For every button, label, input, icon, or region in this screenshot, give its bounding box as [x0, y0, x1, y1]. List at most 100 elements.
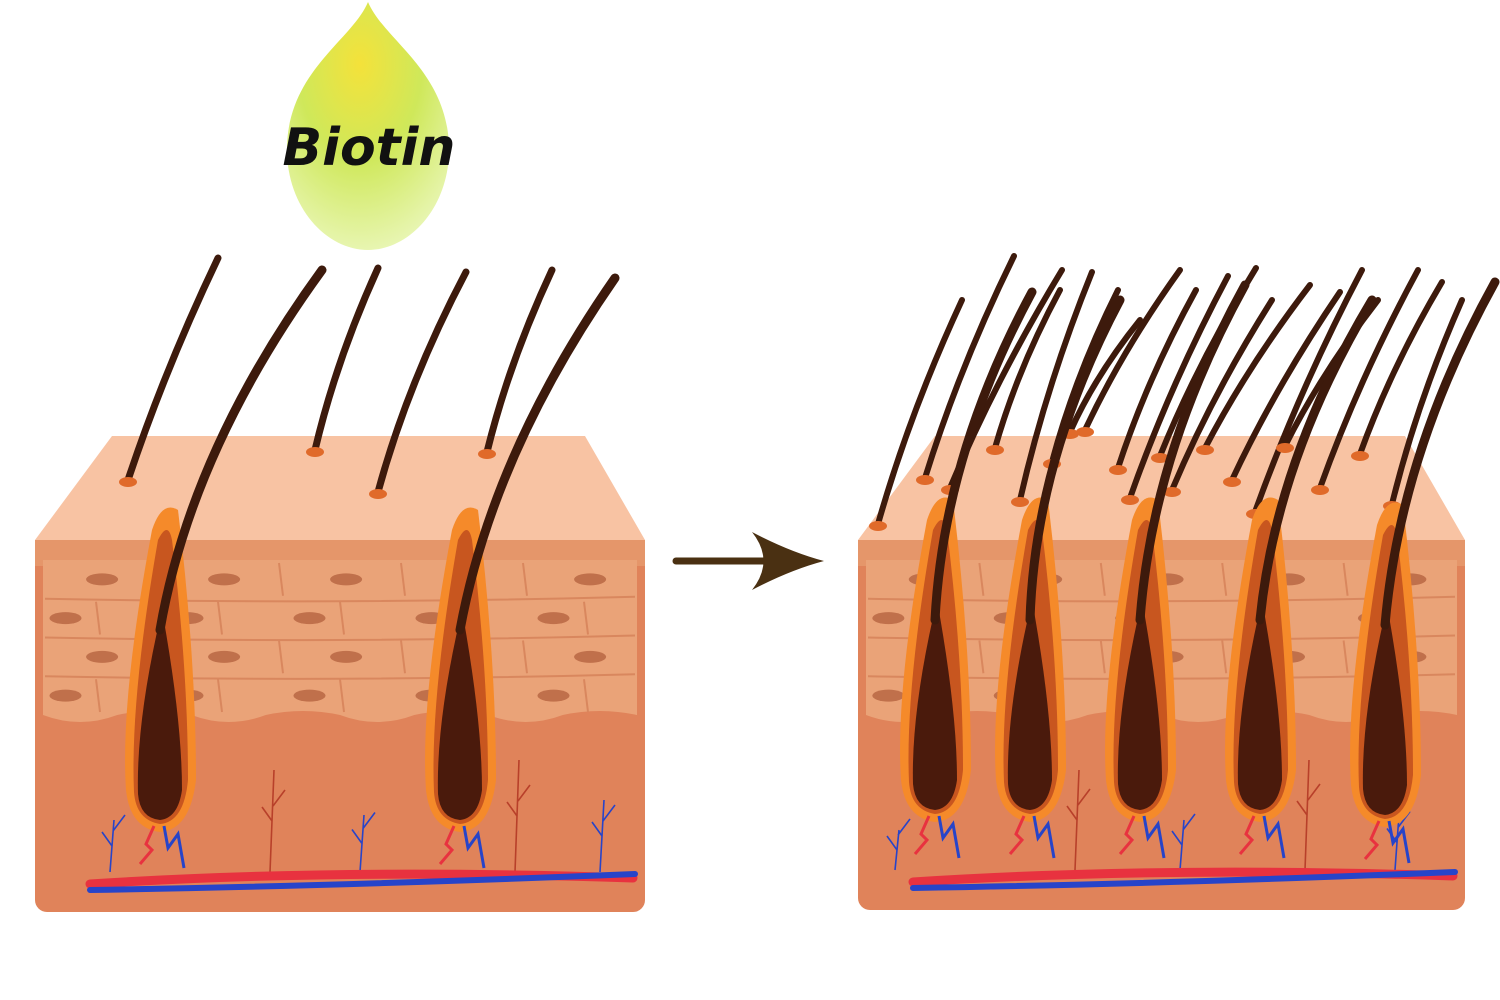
papilla-vein	[937, 815, 961, 859]
hair-shaft	[1380, 277, 1500, 630]
hair-strand	[1389, 297, 1465, 507]
hair-pore	[306, 447, 324, 457]
cell-boundary	[217, 601, 223, 635]
papilla-artery	[1008, 815, 1026, 855]
hair-shaft	[1025, 295, 1125, 625]
hair-shaft	[155, 265, 327, 635]
capillary	[886, 818, 911, 871]
hair-strand	[1357, 279, 1445, 457]
hair-strand	[1252, 267, 1365, 515]
hair-bulb	[1362, 605, 1407, 815]
cell-nucleus	[574, 650, 607, 663]
hair-strand	[992, 287, 1063, 451]
transition-arrow	[672, 532, 824, 590]
hair-pore	[1121, 495, 1139, 505]
cell-boundary	[44, 595, 636, 603]
papilla-artery	[913, 815, 931, 855]
cell-boundary	[278, 640, 284, 674]
cell-boundary	[400, 640, 406, 674]
hair-strand	[1202, 282, 1313, 451]
cell-boundary	[522, 562, 528, 596]
hair-strand	[1082, 267, 1183, 433]
hair-strand	[1229, 289, 1343, 483]
cell-boundary	[978, 562, 985, 596]
hair-bulb	[137, 610, 182, 820]
hair-pore	[1011, 497, 1029, 507]
hair-pore	[1151, 453, 1169, 463]
hair-strand	[1127, 273, 1231, 501]
drop-icon	[286, 2, 450, 250]
cell-nucleus	[537, 689, 570, 702]
papilla-vein	[1262, 815, 1286, 859]
hair-pore	[1351, 451, 1369, 461]
hair-pore	[1196, 445, 1214, 455]
cell-nucleus	[49, 612, 82, 625]
vein	[910, 869, 1458, 891]
papilla-vein	[1142, 815, 1166, 859]
cell-nucleus	[293, 689, 326, 702]
hair-pore	[1311, 485, 1329, 495]
papilla-vein	[162, 825, 186, 869]
hair-pore	[1076, 427, 1094, 437]
cell-nucleus	[330, 650, 363, 663]
cell-boundary	[1342, 562, 1349, 596]
papilla-vein	[1387, 820, 1411, 864]
cell-boundary	[44, 634, 636, 642]
capillary	[1171, 813, 1196, 871]
hair-strand	[124, 254, 222, 484]
drop-label: Biotin	[283, 118, 456, 178]
cell-nucleus	[86, 650, 119, 663]
cell-nucleus	[49, 689, 82, 702]
hair-pore	[478, 449, 496, 459]
hair-strand	[1115, 287, 1199, 471]
cell-boundary	[339, 679, 345, 713]
hair-bulb	[1237, 600, 1282, 810]
hair-strand	[1017, 269, 1095, 503]
hair-bulb	[1007, 600, 1052, 810]
cell-boundary	[522, 640, 528, 674]
cell-boundary	[1099, 640, 1106, 674]
cell-boundary	[339, 601, 345, 635]
papilla-artery	[138, 825, 156, 865]
capillary	[1066, 769, 1091, 871]
cell-nucleus	[537, 612, 570, 625]
hair-bulb	[912, 600, 957, 810]
hair-pore	[916, 475, 934, 485]
hair-pore	[369, 489, 387, 499]
hair-strand	[1169, 297, 1275, 493]
cell-nucleus	[293, 612, 326, 625]
vein	[87, 871, 638, 893]
hair-strand	[483, 266, 556, 456]
cell-nucleus	[208, 650, 241, 663]
cell-boundary	[978, 640, 985, 674]
hair-pore	[1276, 443, 1294, 453]
cell-boundary	[217, 679, 223, 713]
hair-shaft	[930, 287, 1037, 625]
cell-nucleus	[574, 573, 607, 586]
hair-pore	[869, 521, 887, 531]
cell-boundary	[400, 562, 406, 596]
capillary	[261, 769, 286, 873]
hair-shaft	[455, 273, 620, 635]
papilla-artery	[438, 825, 456, 865]
skin-panel-before	[35, 254, 645, 912]
capillary	[101, 814, 126, 873]
hair-strand	[311, 264, 382, 454]
papilla-vein	[1032, 815, 1056, 859]
hair-bulb	[1117, 600, 1162, 810]
hair-strand	[1067, 317, 1143, 435]
cell-nucleus	[872, 612, 905, 625]
cell-boundary	[1342, 640, 1349, 674]
hair-strand	[374, 268, 470, 496]
cell-boundary	[1221, 562, 1228, 596]
cell-boundary	[95, 679, 101, 713]
skin-surface	[35, 436, 645, 540]
cell-nucleus	[872, 689, 905, 702]
hair-pore	[1109, 465, 1127, 475]
cell-nucleus	[86, 573, 119, 586]
capillary	[591, 799, 616, 873]
cell-boundary	[1099, 562, 1106, 596]
cell-nucleus	[330, 573, 363, 586]
hair-strand	[1317, 267, 1421, 491]
